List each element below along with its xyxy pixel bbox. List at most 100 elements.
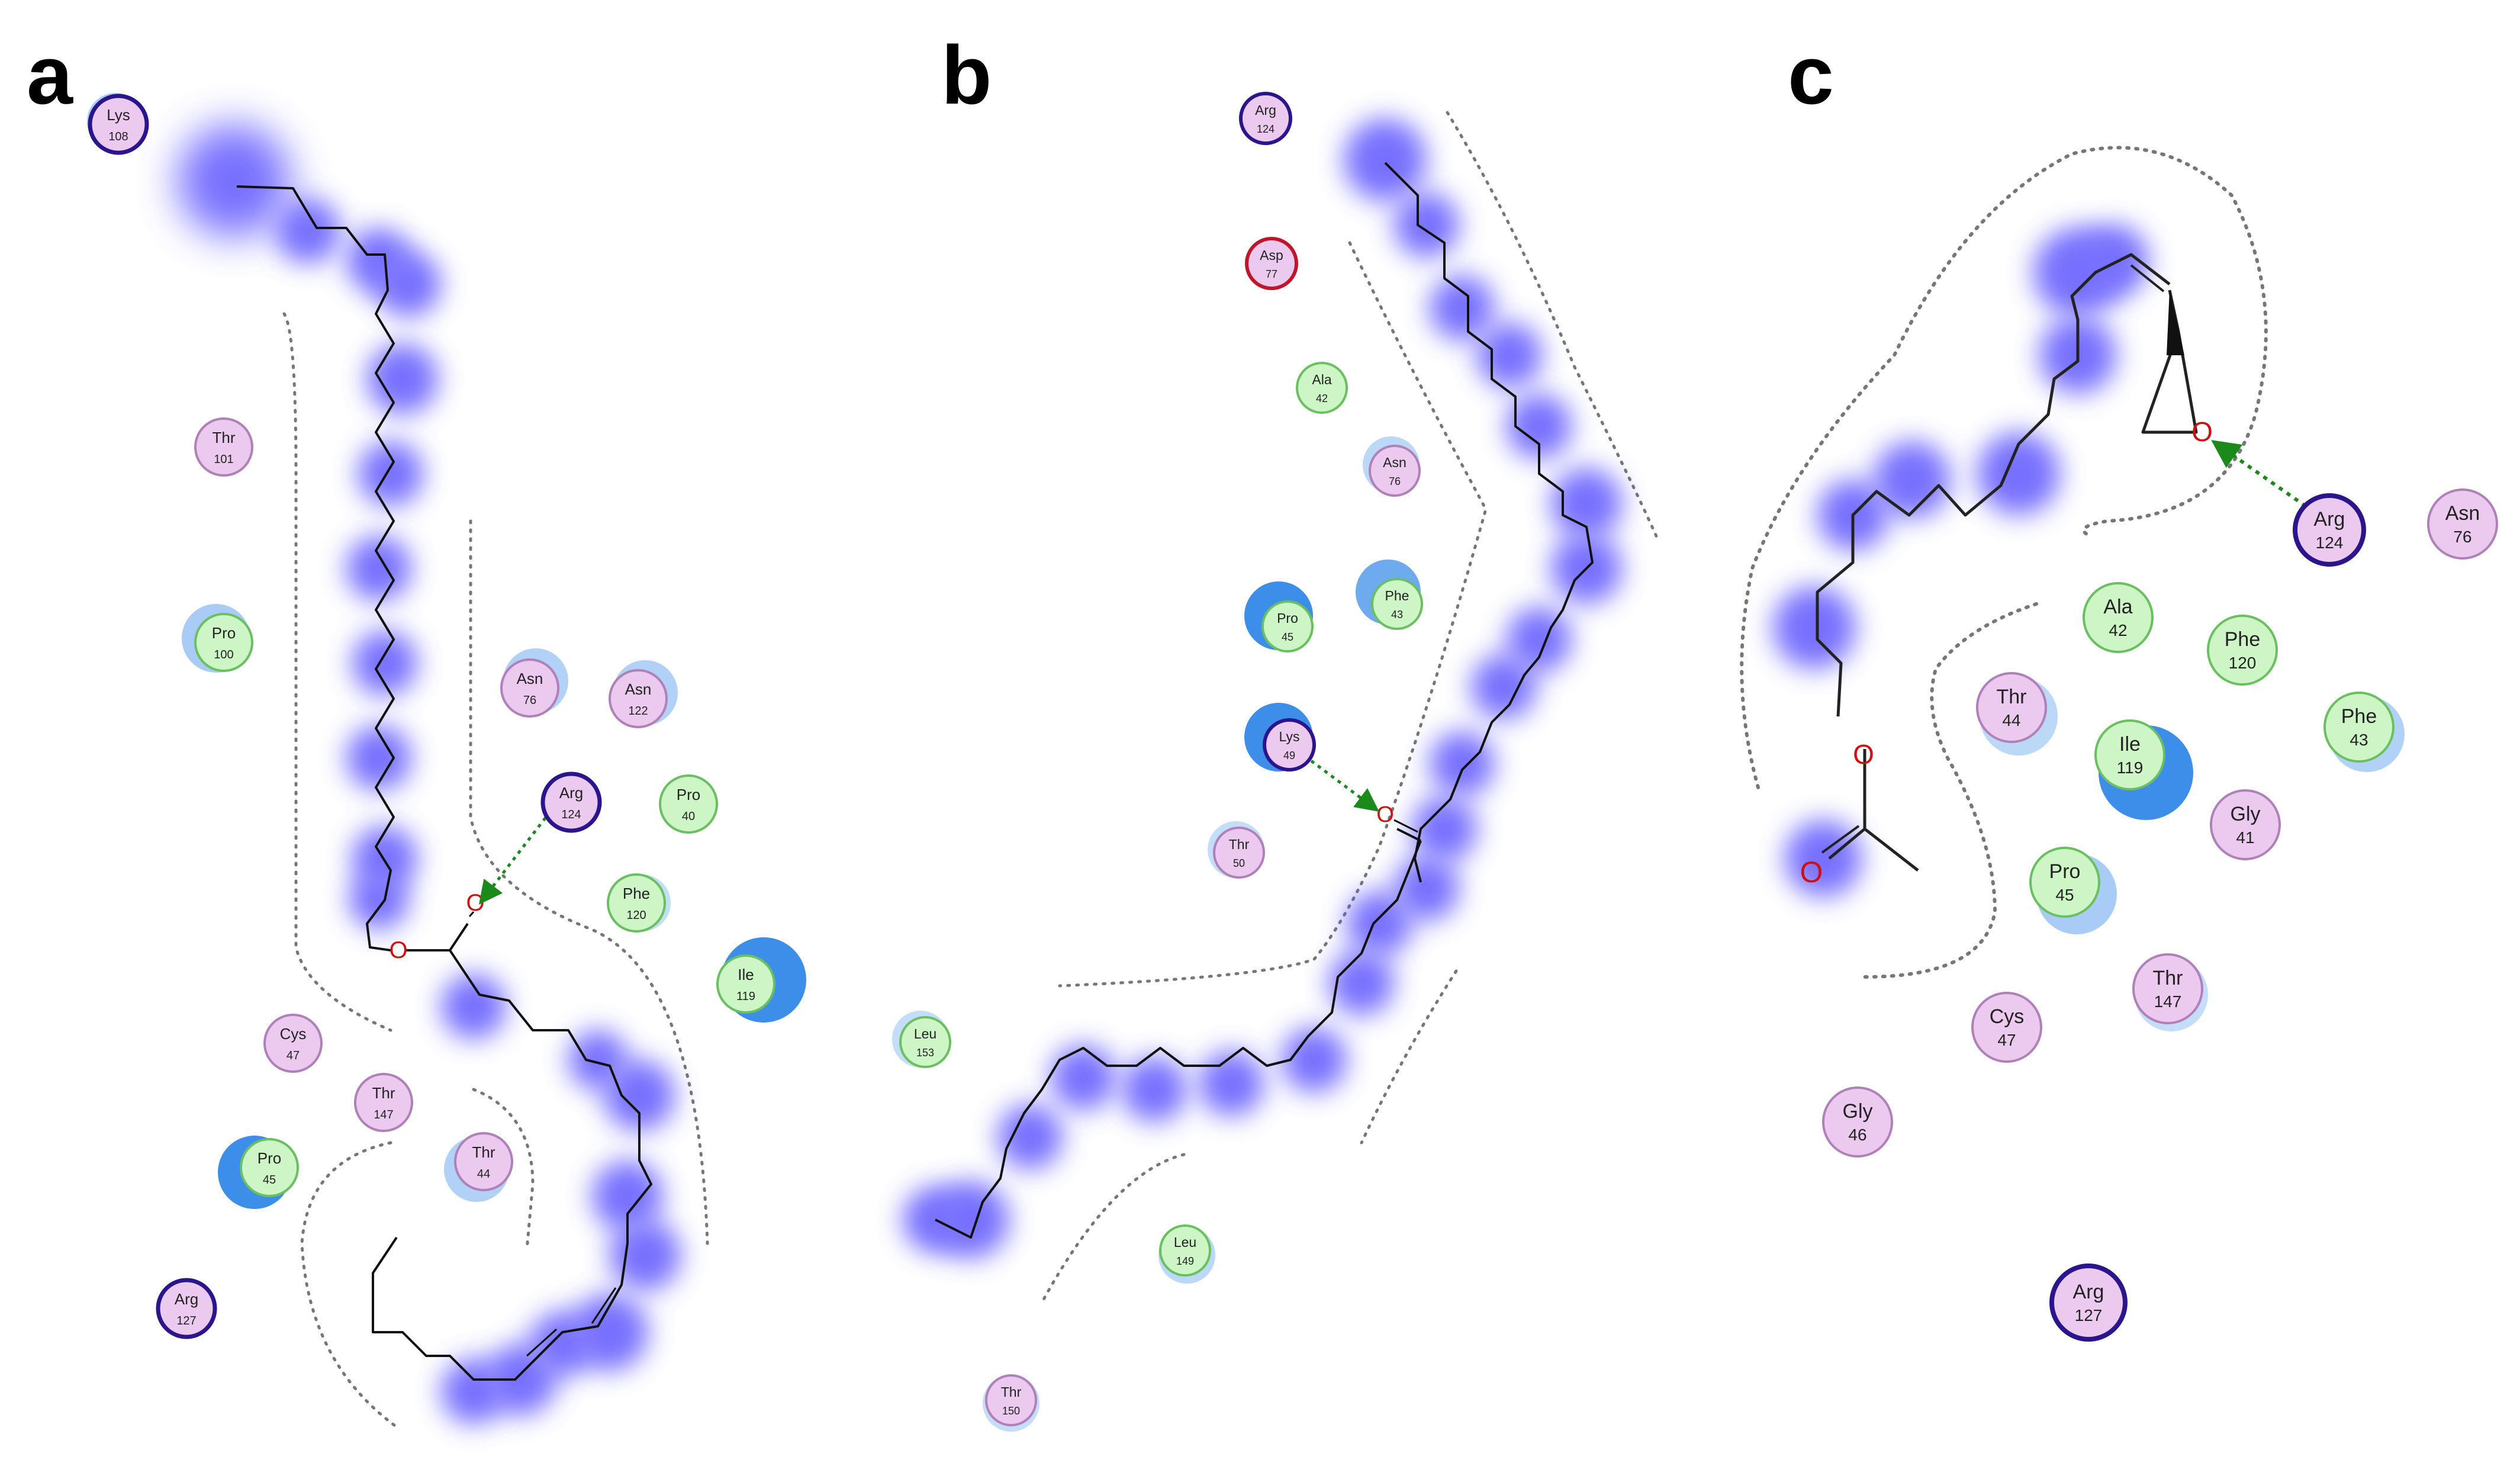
svg-text:124: 124 <box>2316 533 2344 552</box>
residue-asp-77: Asp 77 <box>1245 237 1298 290</box>
panel-c-pocket-outline <box>1740 146 2268 979</box>
svg-text:122: 122 <box>628 705 648 718</box>
panel-a-hbond <box>478 810 552 905</box>
panel-b-oxygen-carbonyl: O <box>1376 802 1394 827</box>
residue-pro-40: Pro 40 <box>659 774 718 834</box>
residue-cys-47: Cys 47 <box>263 1014 323 1073</box>
svg-text:Asn: Asn <box>517 670 543 687</box>
panel-c-oxygen-ester: O <box>1853 739 1874 770</box>
residue-asn-76: Asn 76 <box>500 648 568 718</box>
svg-text:Pro: Pro <box>1277 610 1298 626</box>
panel-b-hbond <box>1310 759 1380 812</box>
svg-text:Ala: Ala <box>1312 372 1331 387</box>
residue-asn-76: Asn 76 <box>1363 436 1421 497</box>
panel-a-oxygen-carbonyl: O <box>466 890 484 916</box>
svg-text:108: 108 <box>108 130 128 143</box>
svg-text:147: 147 <box>374 1108 393 1121</box>
residue-pro-45: Pro 45 <box>218 1136 299 1209</box>
svg-text:127: 127 <box>2075 1306 2103 1324</box>
svg-text:47: 47 <box>1997 1031 2016 1049</box>
panel-b-pocket-outline <box>1040 111 1659 1304</box>
svg-text:150: 150 <box>1002 1405 1020 1417</box>
svg-text:Leu: Leu <box>1174 1234 1196 1250</box>
svg-text:Lys: Lys <box>1279 729 1300 744</box>
residue-thr-44: Thr 44 <box>1976 672 2058 755</box>
svg-text:Thr: Thr <box>1229 837 1250 852</box>
svg-text:42: 42 <box>2109 621 2127 639</box>
residue-pro-45: Pro 45 <box>1244 581 1314 652</box>
svg-text:127: 127 <box>176 1314 196 1327</box>
svg-text:Pro: Pro <box>677 786 700 803</box>
panel-a-ligand-glow <box>178 124 681 1424</box>
residue-ile-119: Ile 119 <box>2094 719 2193 820</box>
residue-asn-122: Asn 122 <box>609 660 678 728</box>
residue-leu-153: Leu 153 <box>892 1011 951 1068</box>
panel-a-ligand-skeleton <box>236 185 652 1381</box>
svg-text:Pro: Pro <box>2049 860 2081 883</box>
residue-arg-127: Arg 127 <box>2049 1264 2128 1342</box>
svg-text:147: 147 <box>2154 992 2182 1011</box>
svg-text:120: 120 <box>2229 654 2257 672</box>
svg-text:44: 44 <box>2002 711 2020 729</box>
svg-text:Thr: Thr <box>2153 967 2183 989</box>
svg-text:Cys: Cys <box>280 1025 307 1043</box>
svg-text:Phe: Phe <box>2225 628 2261 651</box>
residue-asn-76: Asn 76 <box>2427 488 2498 560</box>
svg-text:101: 101 <box>214 453 233 466</box>
residue-arg-124: Arg 124 <box>2293 493 2366 567</box>
svg-text:43: 43 <box>2350 731 2368 749</box>
svg-text:45: 45 <box>2055 886 2074 904</box>
svg-text:Lys: Lys <box>107 106 130 124</box>
panel-c-wedge-bond <box>2167 290 2184 355</box>
svg-text:124: 124 <box>1257 123 1275 135</box>
residue-lys-49: Lys 49 <box>1244 703 1316 771</box>
panel-c-hbond <box>2211 440 2307 508</box>
panel-c-oxygen-epoxide: O <box>2191 416 2213 447</box>
svg-text:76: 76 <box>1389 475 1401 487</box>
svg-text:119: 119 <box>736 990 755 1003</box>
svg-text:Phe: Phe <box>623 885 650 902</box>
residue-pro-45: Pro 45 <box>2029 847 2117 934</box>
panel-c-label: c <box>1788 28 1834 121</box>
svg-text:Gly: Gly <box>2231 803 2261 825</box>
panel-c-ligand-skeleton <box>1816 253 2198 872</box>
residue-arg-124: Arg 124 <box>1239 92 1292 145</box>
residue-lys-108: Lys 108 <box>87 93 149 155</box>
residue-thr-147: Thr 147 <box>2132 953 2208 1031</box>
residue-phe-43: Phe 43 <box>1356 560 1423 630</box>
residue-phe-43: Phe 43 <box>2323 692 2405 772</box>
svg-text:Thr: Thr <box>213 429 236 446</box>
residue-phe-120: Phe 120 <box>607 873 671 933</box>
svg-text:100: 100 <box>214 648 233 661</box>
svg-text:149: 149 <box>1176 1255 1194 1267</box>
svg-text:Thr: Thr <box>472 1143 495 1161</box>
svg-text:153: 153 <box>916 1047 934 1059</box>
svg-text:77: 77 <box>1266 268 1277 280</box>
residue-gly-41: Gly 41 <box>2210 789 2281 860</box>
svg-text:Arg: Arg <box>2073 1281 2104 1303</box>
svg-text:Ile: Ile <box>738 966 754 983</box>
svg-text:45: 45 <box>1282 631 1293 643</box>
panel-a-oxygen-ester: O <box>389 937 407 963</box>
svg-text:Gly: Gly <box>1843 1100 1873 1123</box>
svg-text:Asn: Asn <box>2445 502 2480 525</box>
svg-text:42: 42 <box>1316 393 1328 404</box>
residue-ile-119: Ile 119 <box>716 937 806 1023</box>
panel-c-oxygen-carbonyl: O <box>1800 856 1823 889</box>
svg-text:45: 45 <box>263 1174 276 1187</box>
panel-a-label: a <box>27 28 73 121</box>
residue-ala-42: Ala 42 <box>2083 582 2154 653</box>
svg-text:120: 120 <box>626 909 646 922</box>
svg-text:124: 124 <box>561 808 581 821</box>
residue-thr-147: Thr 147 <box>354 1073 413 1132</box>
residue-gly-46: Gly 46 <box>1822 1086 1893 1158</box>
svg-text:Pro: Pro <box>258 1149 281 1167</box>
residue-thr-50: Thr 50 <box>1208 821 1265 879</box>
residue-leu-149: Leu 149 <box>1158 1224 1215 1284</box>
svg-text:40: 40 <box>682 810 695 823</box>
panel-a-pocket-outline <box>282 312 709 1429</box>
svg-text:76: 76 <box>523 694 536 707</box>
svg-text:Thr: Thr <box>372 1084 395 1102</box>
panel-b-ligand-glow <box>903 118 1622 1258</box>
svg-text:Arg: Arg <box>2314 508 2345 531</box>
